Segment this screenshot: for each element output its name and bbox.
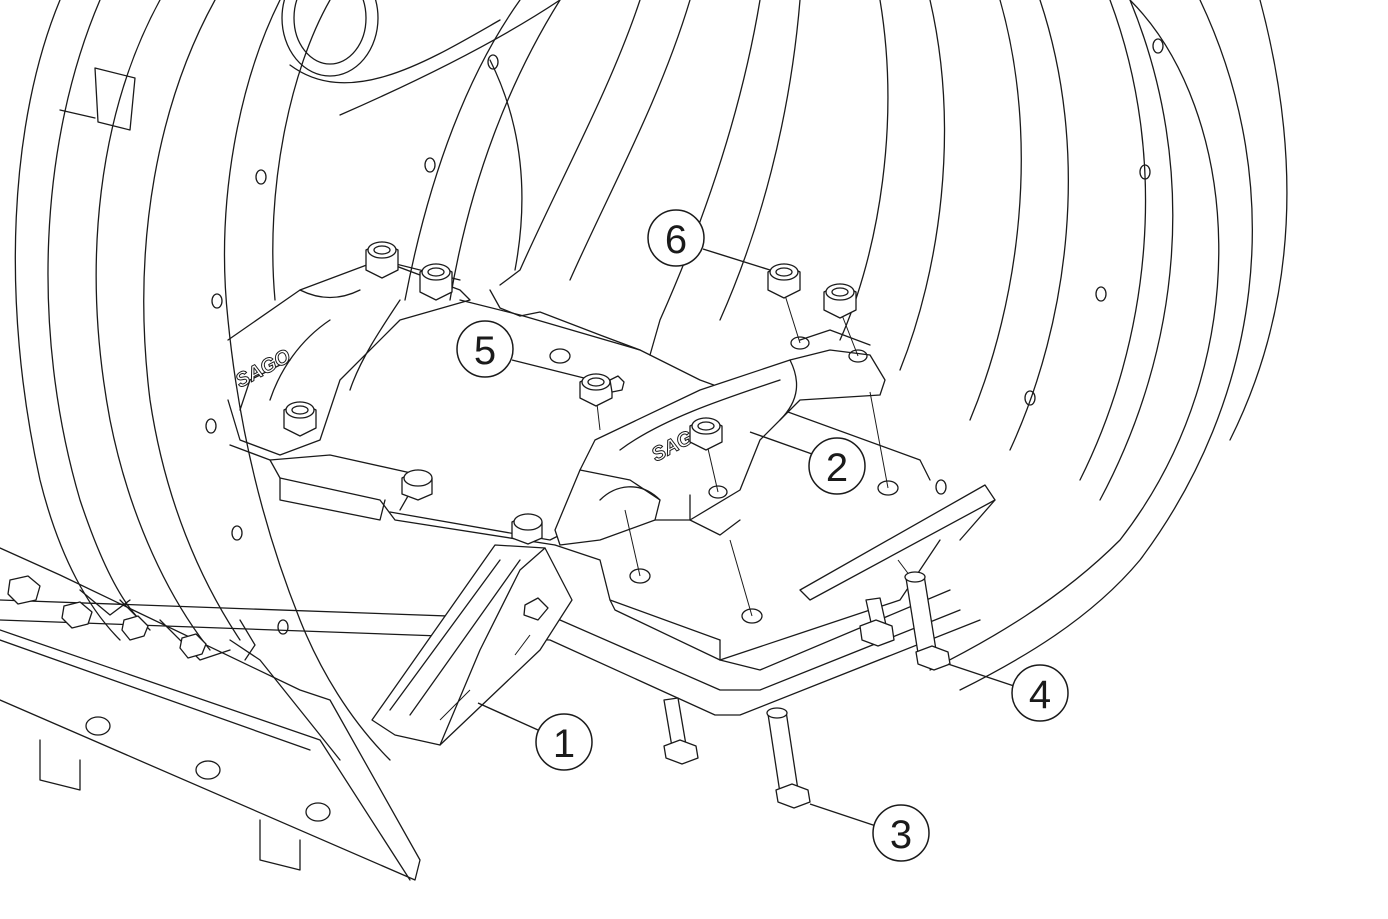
nut-left-1 [365, 241, 399, 279]
callout-4: 4 [947, 663, 1069, 722]
callout-circle-5 [456, 320, 514, 378]
nut-part-5 [579, 373, 625, 407]
callout-number-5: 5 [474, 329, 496, 373]
callout-number-3: 3 [890, 813, 912, 857]
callout-number-6: 6 [665, 218, 687, 262]
callout-number-1: 1 [553, 722, 575, 766]
bolt-part-3 [766, 707, 811, 809]
lower-lip [0, 547, 421, 881]
callout-number-2: 2 [826, 446, 848, 490]
callout-circle-6 [647, 209, 705, 267]
callout-circle-1 [535, 713, 593, 771]
callout-6: 6 [647, 209, 771, 271]
callout-circle-3 [872, 804, 930, 862]
bolt-part-4b [859, 597, 895, 647]
nut-part-6b [823, 283, 857, 319]
callout-2: 2 [749, 431, 866, 495]
callout-number-4: 4 [1029, 673, 1051, 717]
adapter-part-2: SAGO [554, 329, 886, 546]
bolt-part-3b [663, 697, 699, 765]
nut-plate-2 [511, 513, 543, 545]
callout-3: 3 [809, 803, 930, 862]
tooth-part-1 [371, 544, 573, 746]
callout-1: 1 [477, 702, 593, 771]
bucket-shell [14, 0, 1288, 761]
callout-5: 5 [456, 320, 585, 379]
callout-circle-2 [808, 437, 866, 495]
bolt-part-4 [904, 571, 951, 671]
nut-left-3 [283, 401, 317, 437]
nut-part-6 [767, 263, 801, 299]
nut-plate-1 [401, 469, 433, 501]
nut-left-2 [419, 263, 453, 301]
nut-on-adapter [689, 417, 723, 451]
callout-circle-4 [1011, 664, 1069, 722]
cutting-edge-plate [0, 289, 996, 716]
